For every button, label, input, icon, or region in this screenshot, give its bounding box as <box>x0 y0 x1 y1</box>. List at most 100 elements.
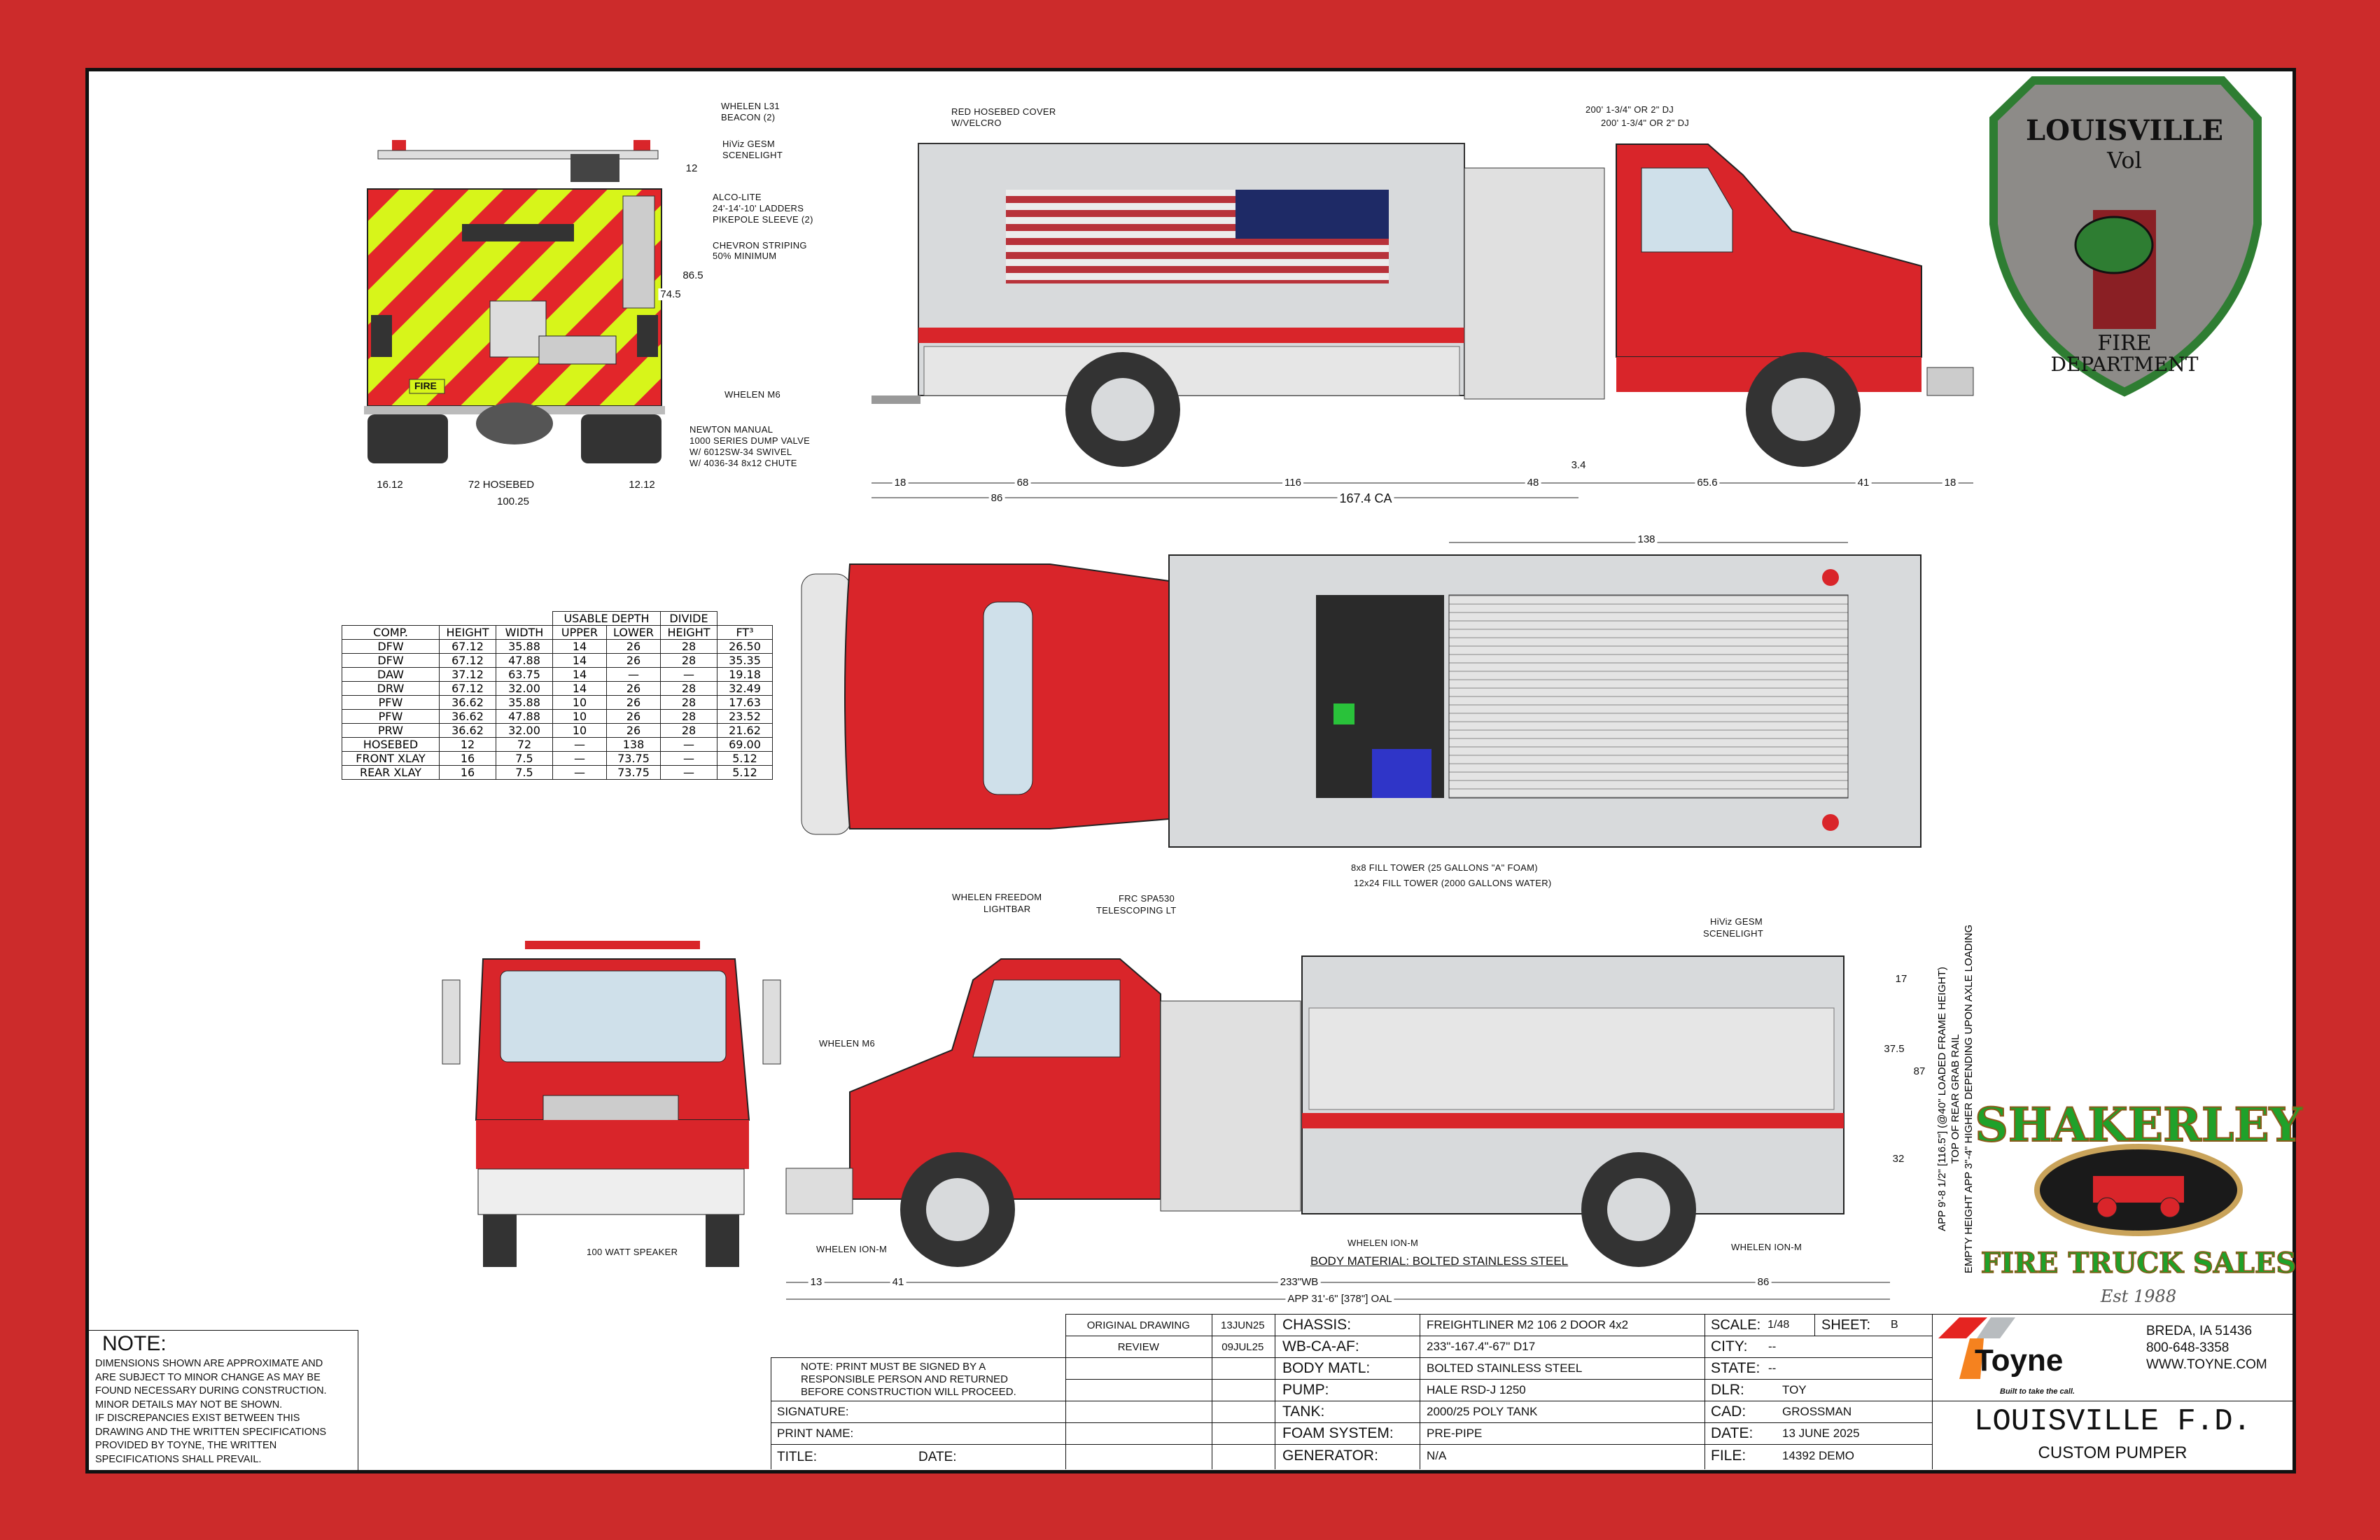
annotation-ladders: ALCO-LITE <box>713 192 762 202</box>
company-contact: BREDA, IA 51436 800-648-3358 WWW.TOYNE.C… <box>2146 1323 2267 1373</box>
table-cell: 37.12 <box>439 667 496 682</box>
height-note-line-3: EMPTY HEIGHT APP 3"-4" HIGHER DEPENDING … <box>1963 924 1975 1274</box>
header-comp: COMP. <box>342 625 440 640</box>
company-address: BREDA, IA 51436 <box>2146 1324 2253 1338</box>
table-cell: 35.88 <box>496 639 553 654</box>
table-cell: 67.12 <box>439 639 496 654</box>
project-title: LOUISVILLE F.D. <box>1973 1404 2252 1439</box>
height-note-line-2: TOP OF REAR GRAB RAIL <box>1949 1034 1961 1164</box>
table-cell: 14 <box>552 639 607 654</box>
project-subtitle: CUSTOM PUMPER <box>2038 1443 2188 1462</box>
spec-value: N/A <box>1427 1448 1447 1462</box>
annotation-chevron: CHEVRON STRIPING <box>713 240 807 251</box>
spec-value: 233"-167.4"-67" D17 <box>1427 1340 1536 1353</box>
signature-field[interactable]: SIGNATURE: <box>771 1401 1065 1423</box>
print-name-field[interactable]: PRINT NAME: <box>771 1423 1065 1445</box>
table-cell: 16 <box>439 751 496 766</box>
table-cell: 28 <box>660 681 718 696</box>
dim-bottom-86: 86 <box>1755 1276 1772 1288</box>
annotation-ion-m-front: WHELEN ION-M <box>816 1244 888 1254</box>
annotation-hosebed-cover: RED HOSEBED COVER <box>951 106 1056 117</box>
revision-label: ORIGINAL DRAWING <box>1086 1319 1190 1331</box>
title-date-field[interactable]: TITLE:DATE: <box>771 1445 1065 1469</box>
dim-right-32: 32 <box>1890 1153 1907 1165</box>
spec-row: BODY MATL:BOLTED STAINLESS STEEL <box>1275 1358 1704 1380</box>
table-cell: 28 <box>660 709 718 724</box>
table-cell: 26 <box>606 723 661 738</box>
table-cell: 5.12 <box>717 765 773 780</box>
spec-value: PRE-PIPE <box>1427 1427 1483 1440</box>
dim-top-48: 48 <box>1525 477 1541 489</box>
dim-top-86: 86 <box>988 492 1005 504</box>
dim-plan-138: 138 <box>1635 533 1658 545</box>
header-height: HEIGHT <box>439 625 496 640</box>
info-label: DATE: <box>1711 1425 1754 1441</box>
note-line: DIMENSIONS SHOWN ARE APPROXIMATE AND <box>95 1358 323 1369</box>
info-label: DLR: <box>1711 1382 1744 1398</box>
table-cell: 69.00 <box>717 737 773 752</box>
revision-date: 09JUL25 <box>1222 1340 1264 1353</box>
table-cell: DAW <box>342 667 440 682</box>
table-cell: 32.49 <box>717 681 773 696</box>
spec-row: FOAM SYSTEM: PRE-PIPE <box>1275 1423 1704 1445</box>
height-note: APP 9'-8 1/2" [116.5"] (@40" LOADED FRAM… <box>1935 910 1975 1288</box>
note-line: IF DISCREPANCIES EXIST BETWEEN THIS <box>95 1413 300 1424</box>
header-divide: DIVIDE <box>660 611 718 626</box>
toyne-logo: Toyne <box>1938 1317 2063 1379</box>
table-cell: 47.88 <box>496 653 553 668</box>
dim-rear-12: 12 <box>683 162 700 174</box>
spec-label: CHASSIS: <box>1282 1317 1352 1333</box>
table-cell: 36.62 <box>439 709 496 724</box>
annotation-dump-valve-4: W/ 4036-34 8x12 CHUTE <box>690 458 797 468</box>
annotation-dump-valve-2: 1000 SERIES DUMP VALVE <box>690 435 811 446</box>
info-value: GROSSMAN <box>1782 1405 1852 1418</box>
table-cell: 28 <box>660 653 718 668</box>
annotation-scenelight: HiViz GESM <box>722 139 775 149</box>
body-material-note: BODY MATERIAL: BOLTED STAINLESS STEEL <box>1310 1254 1569 1268</box>
print-name-label: PRINT NAME: <box>777 1427 854 1440</box>
date-label: DATE: <box>918 1450 957 1464</box>
table-cell: — <box>552 751 607 766</box>
sheet-value: B <box>1891 1319 1898 1331</box>
header-width: WIDTH <box>496 625 553 640</box>
annotation-ladders-3: PIKEPOLE SLEEVE (2) <box>713 214 813 225</box>
table-cell: — <box>552 737 607 752</box>
revision-label: REVIEW <box>1117 1340 1159 1353</box>
company-phone: 800-648-3358 <box>2146 1340 2230 1355</box>
dim-bottom-13: 13 <box>808 1276 825 1288</box>
spec-row: WB-CA-AF:233"-167.4"-67" D17 <box>1275 1336 1704 1358</box>
header-ft3: FT³ <box>717 625 773 640</box>
table-cell: 35.35 <box>717 653 773 668</box>
info-row: DLR:TOY <box>1705 1380 1932 1401</box>
dim-rear-86-5: 86.5 <box>680 270 706 281</box>
dim-bottom-41: 41 <box>890 1276 906 1288</box>
signoff-note-line: RESPONSIBLE PERSON AND RETURNED <box>801 1373 1008 1385</box>
spec-label: PUMP: <box>1282 1382 1329 1398</box>
table-cell: DFW <box>342 639 440 654</box>
dim-top-41: 41 <box>1855 477 1872 489</box>
dim-wheelbase: 233"WB <box>1278 1276 1321 1288</box>
table-cell: 35.88 <box>496 695 553 710</box>
table-cell: — <box>660 667 718 682</box>
info-label: CITY: <box>1711 1338 1748 1354</box>
info-label: STATE: <box>1711 1360 1760 1376</box>
note-line: PROVIDED BY TOYNE, THE WRITTEN <box>95 1440 277 1451</box>
annotation-water-fill-tower: 12x24 FILL TOWER (2000 GALLONS WATER) <box>1354 878 1552 888</box>
dim-right-17: 17 <box>1893 973 1910 985</box>
spec-value: FREIGHTLINER M2 106 2 DOOR 4x2 <box>1427 1318 1629 1331</box>
table-cell: 67.12 <box>439 653 496 668</box>
company-website[interactable]: WWW.TOYNE.COM <box>2146 1357 2267 1372</box>
table-cell: 26 <box>606 653 661 668</box>
note-title: NOTE: <box>102 1332 167 1355</box>
table-cell: 73.75 <box>606 751 661 766</box>
table-cell: 14 <box>552 653 607 668</box>
dim-rear-12-12: 12.12 <box>626 479 657 491</box>
spec-label: FOAM SYSTEM: <box>1282 1425 1394 1441</box>
table-cell: 138 <box>606 737 661 752</box>
note-line: SPECIFICATIONS SHALL PREVAIL. <box>95 1453 262 1465</box>
table-cell: 73.75 <box>606 765 661 780</box>
